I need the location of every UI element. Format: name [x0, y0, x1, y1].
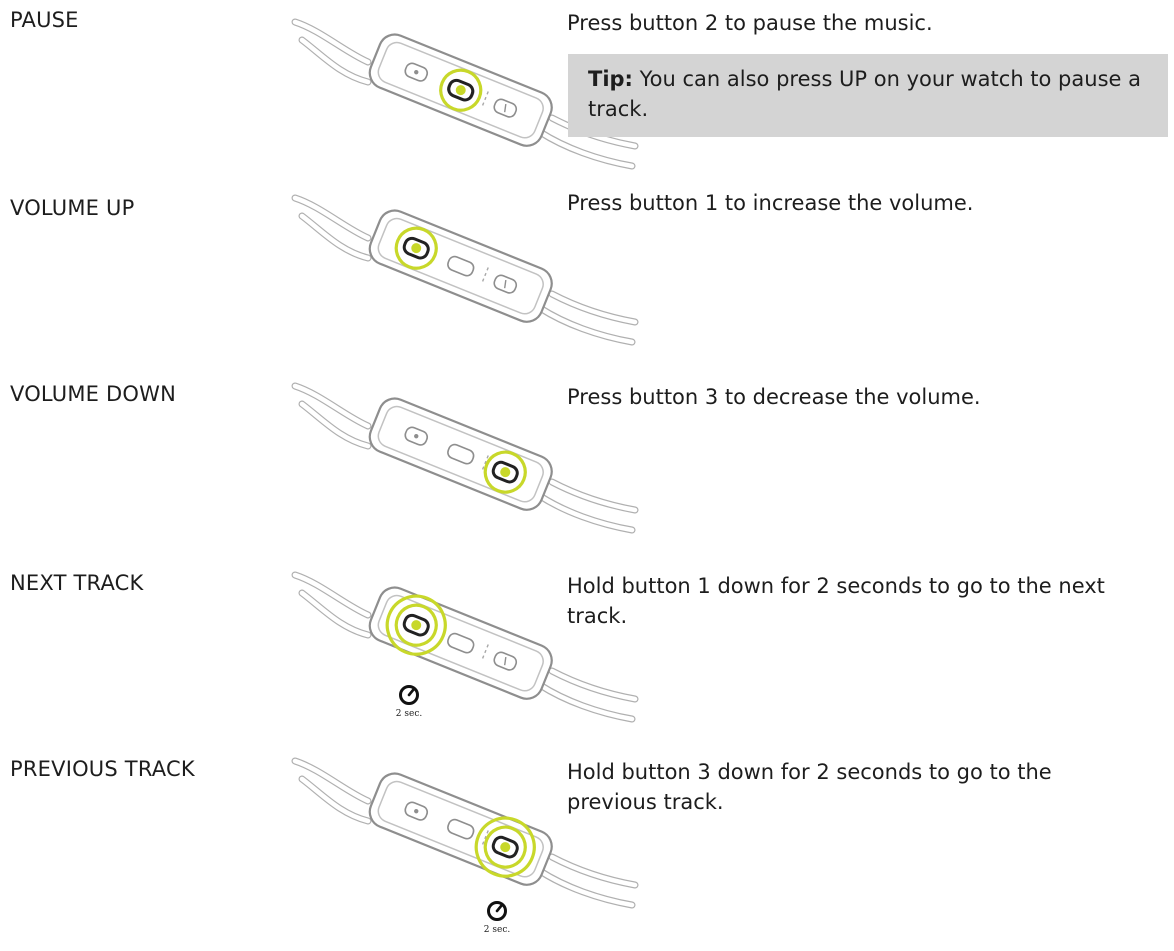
- remote-inner-outline: [377, 594, 544, 692]
- tip-text: You can also press UP on your watch to p…: [588, 67, 1141, 121]
- cable-inner: [292, 383, 371, 429]
- press-dot: [411, 620, 422, 631]
- button-3: [493, 274, 518, 294]
- remote-body: [368, 33, 553, 147]
- timer-label: 2 sec.: [483, 925, 511, 935]
- cable-inner: [299, 590, 371, 638]
- remote-outline: [368, 397, 553, 511]
- row-label: VOLUME UP: [10, 196, 135, 220]
- row-label: PREVIOUS TRACK: [10, 757, 195, 781]
- cable-inner: [537, 493, 635, 533]
- cable-inner: [549, 668, 638, 702]
- hold-outer-ring: [474, 816, 536, 878]
- row-label: VOLUME DOWN: [10, 382, 176, 406]
- remote-illustration: [291, 18, 639, 170]
- timer: 2 sec.: [384, 681, 434, 725]
- row-description: Press button 3 to decrease the volume.: [567, 385, 981, 409]
- press-dot: [455, 85, 466, 96]
- cable-inner: [537, 868, 635, 908]
- hold-outer-ring: [385, 594, 447, 656]
- cable: [536, 304, 636, 346]
- highlight-ring: [394, 226, 438, 270]
- button-2: [447, 255, 475, 277]
- button-3-mark: [503, 103, 507, 113]
- cable-inner: [299, 776, 371, 824]
- remote-inner-outline: [377, 780, 544, 878]
- timer: 2 sec.: [472, 897, 522, 941]
- cable-inner: [292, 195, 371, 241]
- remote-illustration: [291, 757, 639, 909]
- tip-label: Tip:: [588, 67, 633, 91]
- cable-inner: [549, 479, 638, 513]
- row-description: Hold button 1 down for 2 seconds to go t…: [567, 574, 1105, 628]
- button-3: [493, 651, 518, 671]
- cable-inner: [292, 758, 371, 804]
- cable: [536, 681, 636, 723]
- button-2: [447, 443, 475, 465]
- button-1: [404, 801, 429, 821]
- cable-inner: [299, 37, 371, 85]
- button-3-mark: [503, 656, 507, 666]
- highlight-ring: [439, 68, 483, 112]
- remote-outline: [368, 209, 553, 323]
- remote-body: [368, 586, 553, 700]
- remote-body: [368, 397, 553, 511]
- cable-inner: [549, 854, 638, 888]
- remote-body: [368, 772, 553, 886]
- button-3: [493, 98, 518, 118]
- remote-body: [368, 209, 553, 323]
- row-label: NEXT TRACK: [10, 571, 144, 595]
- button-1-dot: [414, 808, 419, 814]
- press-dot: [500, 467, 511, 478]
- cable: [536, 492, 636, 534]
- press-dot: [411, 243, 422, 254]
- remote-illustration: [291, 571, 639, 723]
- stopwatch-icon: [399, 685, 419, 705]
- highlight-ring: [394, 603, 438, 647]
- highlight-ring: [483, 825, 527, 869]
- remote-inner-outline: [377, 217, 544, 315]
- row-description: Press button 1 to increase the volume.: [567, 191, 974, 215]
- stopwatch-icon: [487, 901, 507, 921]
- row-description: Hold button 3 down for 2 seconds to go t…: [567, 760, 1052, 814]
- highlight-ring: [483, 450, 527, 494]
- button-1-dot: [414, 433, 419, 439]
- row-description: Press button 2 to pause the music.: [567, 11, 933, 35]
- cable-inner: [549, 291, 638, 325]
- tip-box: Tip: You can also press UP on your watch…: [568, 54, 1168, 137]
- press-dot: [500, 842, 511, 853]
- remote-illustration: [291, 382, 639, 534]
- timer-label: 2 sec.: [395, 709, 423, 719]
- row-label: PAUSE: [10, 8, 79, 32]
- cable-inner: [537, 129, 635, 169]
- cable-inner: [299, 213, 371, 261]
- button-2: [447, 632, 475, 654]
- cable: [536, 128, 636, 170]
- cable-inner: [537, 682, 635, 722]
- cable: [536, 867, 636, 909]
- button-1: [404, 62, 429, 82]
- button-1-dot: [414, 69, 419, 75]
- remote-illustration: [291, 194, 639, 346]
- button-2: [447, 818, 475, 840]
- cable-inner: [292, 572, 371, 618]
- button-1: [404, 426, 429, 446]
- cable-inner: [537, 305, 635, 345]
- cable-inner: [292, 19, 371, 65]
- cable-inner: [299, 401, 371, 449]
- remote-inner-outline: [377, 405, 544, 503]
- button-3-mark: [503, 279, 507, 289]
